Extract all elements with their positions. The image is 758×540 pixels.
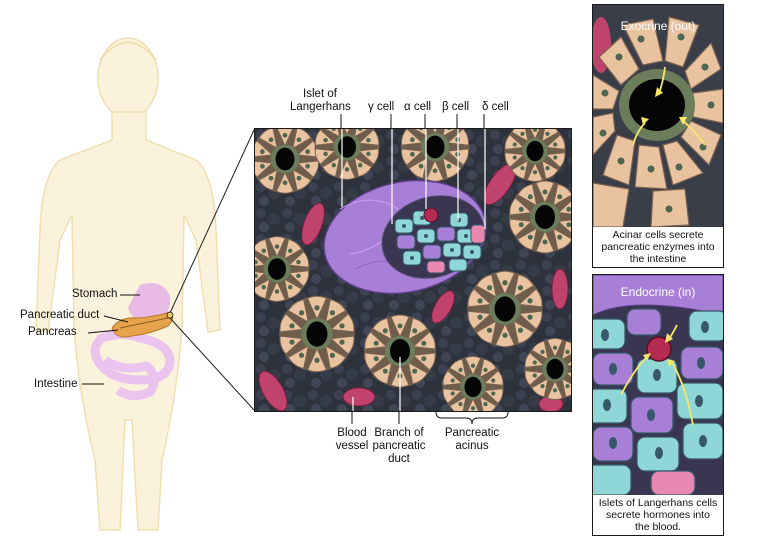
label-pancreatic-duct: Pancreatic duct	[20, 309, 100, 321]
endocrine-panel: Endocrine (in) Islets of Langerhans cell…	[592, 274, 724, 536]
tissue-illustration	[255, 129, 571, 411]
label-gamma-cell: γ cell	[368, 101, 395, 113]
stomach-organ	[128, 283, 171, 322]
endocrine-title: Endocrine (in)	[620, 285, 696, 299]
label-delta-cell: δ cell	[482, 101, 509, 113]
body-silhouette	[35, 37, 221, 531]
label-pancreas: Pancreas	[28, 326, 77, 338]
label-alpha-cell: α cell	[404, 101, 432, 113]
label-intestine: Intestine	[34, 378, 78, 390]
endocrine-illustration	[593, 275, 723, 496]
pancreas-organ	[111, 311, 174, 338]
pancreas-tissue-panel	[254, 128, 572, 412]
exocrine-title: Exocrine (out)	[620, 19, 696, 33]
label-beta-cell: β cell	[442, 101, 470, 113]
zoom-lines	[166, 129, 255, 411]
intestine-organ	[90, 330, 175, 400]
exocrine-illustration	[593, 5, 723, 228]
label-stomach: Stomach	[72, 288, 118, 300]
islet-of-langerhans	[323, 179, 487, 295]
